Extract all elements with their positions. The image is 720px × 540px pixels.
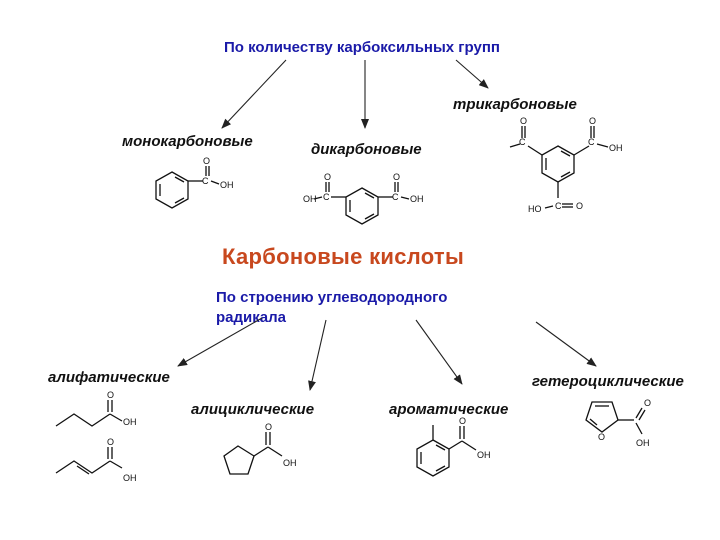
atom-ho: HO xyxy=(528,204,542,214)
benzoic-acid-structure: O C OH xyxy=(155,156,234,209)
atom-o: O xyxy=(520,116,527,126)
category-aromatic: ароматические xyxy=(389,401,509,418)
atom-oh: OH xyxy=(123,473,137,483)
trimesic-acid-structure: O C OH O C C O HO xyxy=(509,116,623,214)
atom-oh: OH xyxy=(303,194,317,204)
atom-o: O xyxy=(324,172,331,182)
atom-oh: OH xyxy=(410,194,424,204)
arrow-to-tricarboxylic xyxy=(455,59,489,89)
arrow-to-heterocyclic xyxy=(535,321,597,367)
crotonic-acid-structure: O OH xyxy=(55,437,137,483)
top-arrows xyxy=(221,59,489,129)
atom-o: O xyxy=(107,390,114,400)
atom-c: C xyxy=(519,137,526,147)
isophthalic-acid-structure: O C OH O C OH xyxy=(303,172,424,225)
count-criterion-label: По количеству карбоксильных групп xyxy=(224,39,500,56)
bottom-arrows xyxy=(177,317,597,391)
atom-o: O xyxy=(459,416,466,426)
category-monocarboxylic: монокарбоновые xyxy=(122,133,253,150)
category-tricarboxylic: трикарбоновые xyxy=(453,96,577,113)
category-aliphatic: алифатические xyxy=(48,369,170,386)
atom-oh: OH xyxy=(609,143,623,153)
atom-o: O xyxy=(576,201,583,211)
atom-o: O xyxy=(265,422,272,432)
toluic-acid-structure: O OH xyxy=(416,416,491,477)
arrow-to-alicyclic xyxy=(308,319,327,391)
atom-c: C xyxy=(323,192,330,202)
atom-oh: OH xyxy=(636,438,650,448)
atom-c: C xyxy=(588,137,595,147)
category-dicarboxylic: дикарбоновые xyxy=(311,141,422,158)
arrow-to-monocarboxylic xyxy=(221,59,287,129)
atom-oh: OH xyxy=(220,180,234,190)
atom-c: C xyxy=(202,176,209,186)
atom-o: O xyxy=(598,432,605,442)
furoic-acid-structure: O O OH xyxy=(585,398,651,448)
atom-o: O xyxy=(203,156,210,166)
diagram-title: Карбоновые кислоты xyxy=(222,244,465,269)
category-alicyclic: алициклические xyxy=(191,401,315,418)
arrow-to-aliphatic xyxy=(177,317,263,367)
radical-criterion-label: По строению углеводородного радикала xyxy=(216,289,448,326)
arrow-to-aromatic xyxy=(415,319,463,385)
atom-o: O xyxy=(107,437,114,447)
atom-oh: OH xyxy=(477,450,491,460)
atom-o: O xyxy=(393,172,400,182)
atom-o: O xyxy=(589,116,596,126)
atom-o: O xyxy=(644,398,651,408)
cyclopentanecarboxylic-acid-structure: O OH xyxy=(223,422,297,475)
category-heterocyclic: гетероциклические xyxy=(532,373,684,390)
atom-c: C xyxy=(392,192,399,202)
atom-oh: OH xyxy=(123,417,137,427)
butanoic-acid-structure: O OH xyxy=(55,390,137,427)
atom-c: C xyxy=(555,201,562,211)
atom-oh: OH xyxy=(283,458,297,468)
